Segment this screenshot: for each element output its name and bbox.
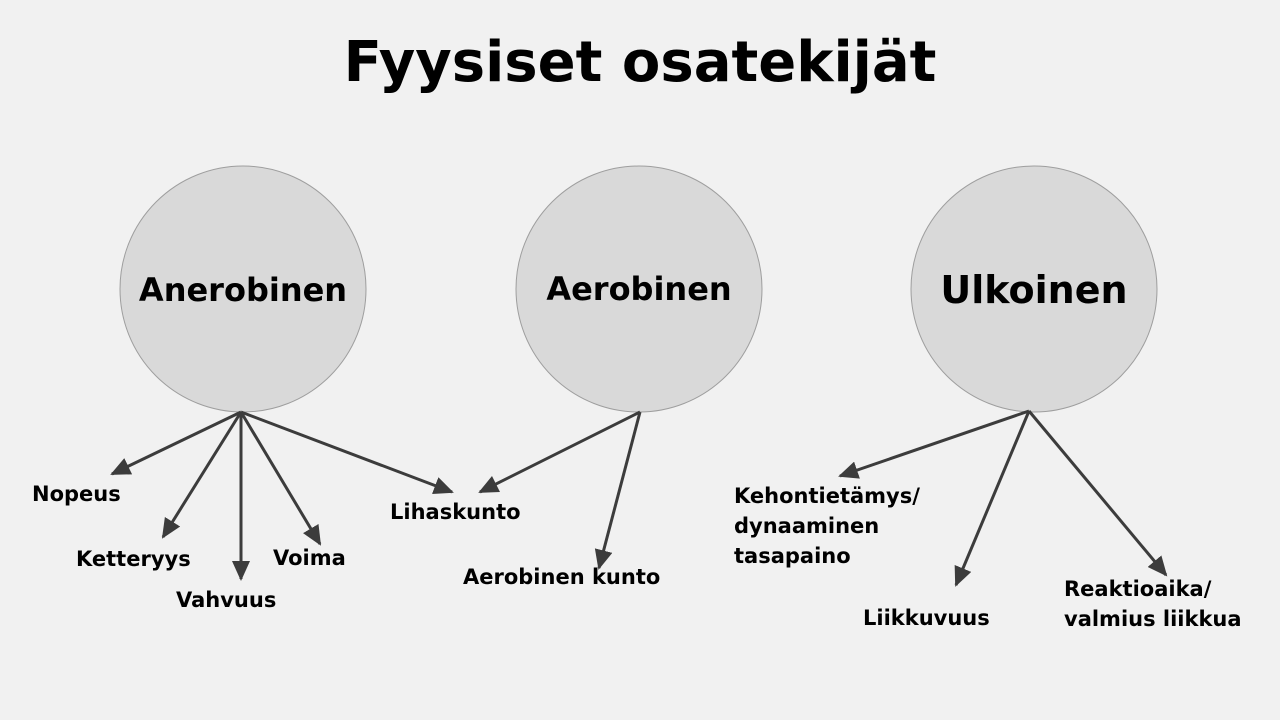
circle-ulkoinen	[910, 165, 1158, 413]
node-aerobinen: Aerobinen	[546, 270, 732, 308]
label-voima: Voima	[273, 546, 346, 570]
arrow-to-liikkuvuus	[954, 410, 1031, 587]
label-line: valmius liikkua	[1064, 607, 1242, 631]
node-anerobinen: Anerobinen	[138, 271, 348, 309]
arrow-to-lihaskunto	[240, 410, 454, 495]
arrow-aerobinen-to-lihaskunto	[478, 410, 641, 494]
label-reaktioaika: Reaktioaika/ valmius liikkua	[1064, 574, 1242, 634]
label-ketteryys: Ketteryys	[76, 547, 191, 571]
label-line: Kehontietämys/	[734, 484, 920, 508]
label-nopeus: Nopeus	[32, 482, 121, 506]
label-line: Reaktioaika/	[1064, 577, 1212, 601]
label-vahvuus: Vahvuus	[176, 588, 277, 612]
label-liikkuvuus: Liikkuvuus	[863, 606, 990, 630]
label-kehontietamys: Kehontietämys/ dynaaminen tasapaino	[734, 481, 920, 571]
label-aerobinen-kunto: Aerobinen kunto	[463, 565, 661, 589]
arrow-to-kehontietamys	[838, 409, 1030, 479]
node-ulkoinen: Ulkoinen	[940, 268, 1128, 312]
label-lihaskunto: Lihaskunto	[390, 500, 521, 524]
label-line: dynaaminen	[734, 514, 880, 538]
page-title: Fyysiset osatekijät	[343, 30, 937, 95]
arrow-to-aerobinen-kunto	[594, 411, 642, 570]
label-line: tasapaino	[734, 544, 851, 568]
arrow-to-ketteryys	[161, 411, 243, 539]
arrow-to-nopeus	[110, 410, 242, 476]
arrow-to-voima	[239, 411, 322, 546]
arrow-to-reaktioaika	[1027, 410, 1168, 577]
